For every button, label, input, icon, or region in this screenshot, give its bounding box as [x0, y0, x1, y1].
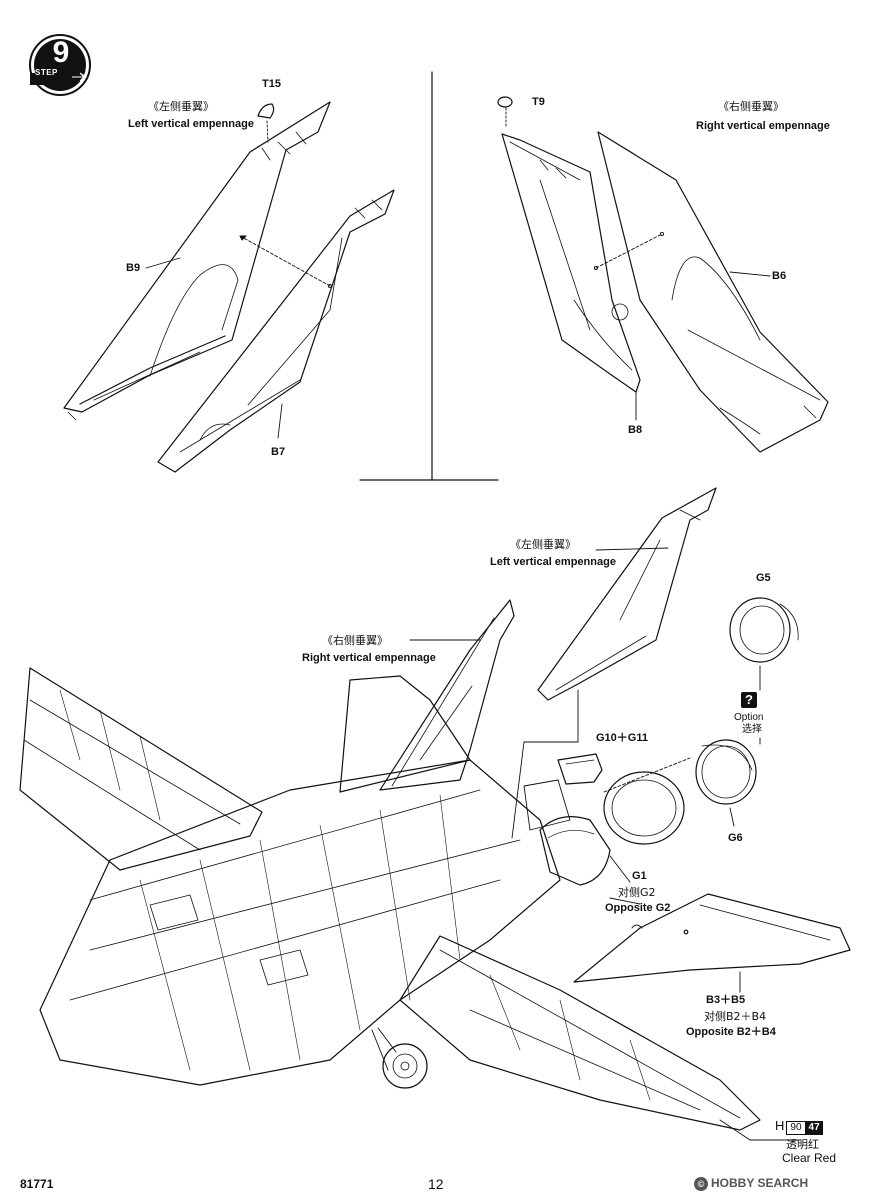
step-number: 9 — [52, 36, 70, 69]
label-b3-opp-en: Opposite B2＋B4 — [686, 1026, 776, 1038]
label-g1-opp-en: Opposite G2 — [605, 902, 671, 914]
label-g1-opp-cn: 对侧G2 — [618, 886, 656, 899]
watermark: ©HOBBY SEARCH — [694, 1176, 808, 1191]
g5-part — [729, 597, 799, 745]
left-fin-b7 — [157, 189, 395, 473]
label-g5: G5 — [756, 572, 771, 584]
label-g10-g11: G10＋G11 — [596, 732, 648, 744]
leader-g1 — [609, 855, 631, 883]
paint-prefix: H — [775, 1118, 785, 1133]
g10-g11-part — [523, 753, 603, 831]
copyright-icon: © — [694, 1176, 708, 1191]
main-wheel — [382, 1043, 428, 1089]
label-g1: G1 — [632, 870, 647, 882]
label-b9: B9 — [126, 262, 141, 274]
leader-g6 — [729, 807, 735, 827]
watermark-text: HOBBY SEARCH — [711, 1176, 809, 1190]
label-t15: T15 — [262, 78, 281, 90]
label-right-emp-top-en: Right vertical empennage — [696, 120, 830, 132]
leader-left-emp-lower — [595, 547, 669, 551]
label-b3-b5: B3＋B5 — [706, 994, 746, 1006]
label-b3-opp-cn: 对侧B2＋B4 — [704, 1010, 767, 1023]
leader-clear-red — [719, 1119, 801, 1141]
label-left-emp-lower-cn: 《左侧垂翼》 — [510, 538, 576, 551]
t9-part — [497, 96, 513, 129]
label-left-emp-top-en: Left vertical empennage — [128, 118, 254, 130]
right-fin-guide — [593, 231, 665, 271]
paint-code-1: 90 — [786, 1121, 806, 1135]
label-left-emp-top-cn: 《左侧垂翼》 — [148, 100, 214, 113]
paint-code-2: 47 — [805, 1121, 823, 1135]
left-fin-b9 — [63, 101, 331, 421]
right-fin-b8 — [501, 133, 641, 393]
kit-number: 81771 — [20, 1177, 54, 1191]
label-clear-red-en: Clear Red — [782, 1151, 837, 1165]
leader-g2-opp — [609, 897, 641, 905]
page-number: 12 — [428, 1176, 444, 1192]
step-badge-icon — [29, 34, 91, 96]
label-option-en: Option — [734, 712, 764, 723]
leader-b9 — [145, 257, 181, 269]
right-fin-b6 — [597, 131, 829, 453]
aircraft-right-fin — [339, 599, 515, 793]
t15-part — [257, 103, 275, 143]
label-right-emp-lower-cn: 《右侧垂翼》 — [322, 634, 388, 647]
label-b6: B6 — [772, 270, 787, 282]
label-clear-red-cn: 透明红 — [786, 1138, 819, 1151]
stabilator — [573, 893, 851, 983]
label-t9: T9 — [532, 96, 545, 108]
label-b7: B7 — [271, 446, 286, 458]
exploded-left-fin — [511, 487, 717, 839]
exhaust-nozzle — [539, 757, 691, 886]
step-label: STEP — [35, 68, 58, 77]
leader-b7 — [277, 403, 283, 439]
label-right-emp-top-cn: 《右侧垂翼》 — [718, 100, 784, 113]
label-option-cn: 选择 — [742, 724, 762, 735]
aircraft-fuselage — [19, 667, 761, 1131]
label-b8: B8 — [628, 424, 643, 436]
question-mark-icon: ? — [741, 692, 757, 708]
g6-part — [695, 739, 757, 805]
left-fin-guide — [239, 235, 333, 289]
label-left-emp-lower-en: Left vertical empennage — [490, 556, 616, 568]
label-g6: G6 — [728, 832, 743, 844]
label-right-emp-lower-en: Right vertical empennage — [302, 652, 436, 664]
leader-b6 — [729, 271, 771, 277]
